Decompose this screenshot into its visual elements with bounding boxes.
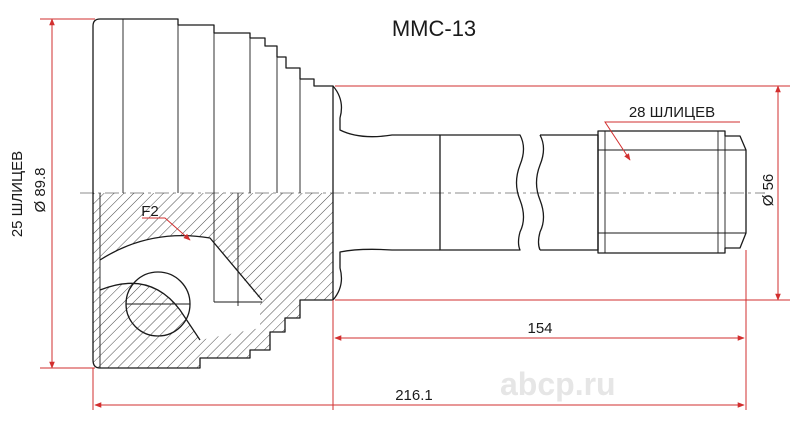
total-length-label: 216.1 <box>395 387 433 404</box>
svg-text:abcp.ru: abcp.ru <box>500 366 616 402</box>
thread-leader <box>142 217 191 241</box>
outer-diameter-label: Ø 89.8 <box>32 167 49 212</box>
inner-splines-label: 25 ШЛИЦЕВ <box>9 151 26 237</box>
outer-splines-leader <box>604 121 740 161</box>
part-number-title: MMC-13 <box>392 16 476 41</box>
drive-shaft <box>439 130 747 254</box>
outer-splines-label: 28 ШЛИЦЕВ <box>629 104 715 121</box>
outer-housing <box>92 18 440 369</box>
watermark-logo: abcp.ru <box>500 366 616 402</box>
thread-label: F2 <box>141 203 159 220</box>
shaft-diameter-label: Ø 56 <box>760 174 777 207</box>
extension-lines <box>40 18 790 410</box>
shaft-length-label: 154 <box>527 320 552 337</box>
